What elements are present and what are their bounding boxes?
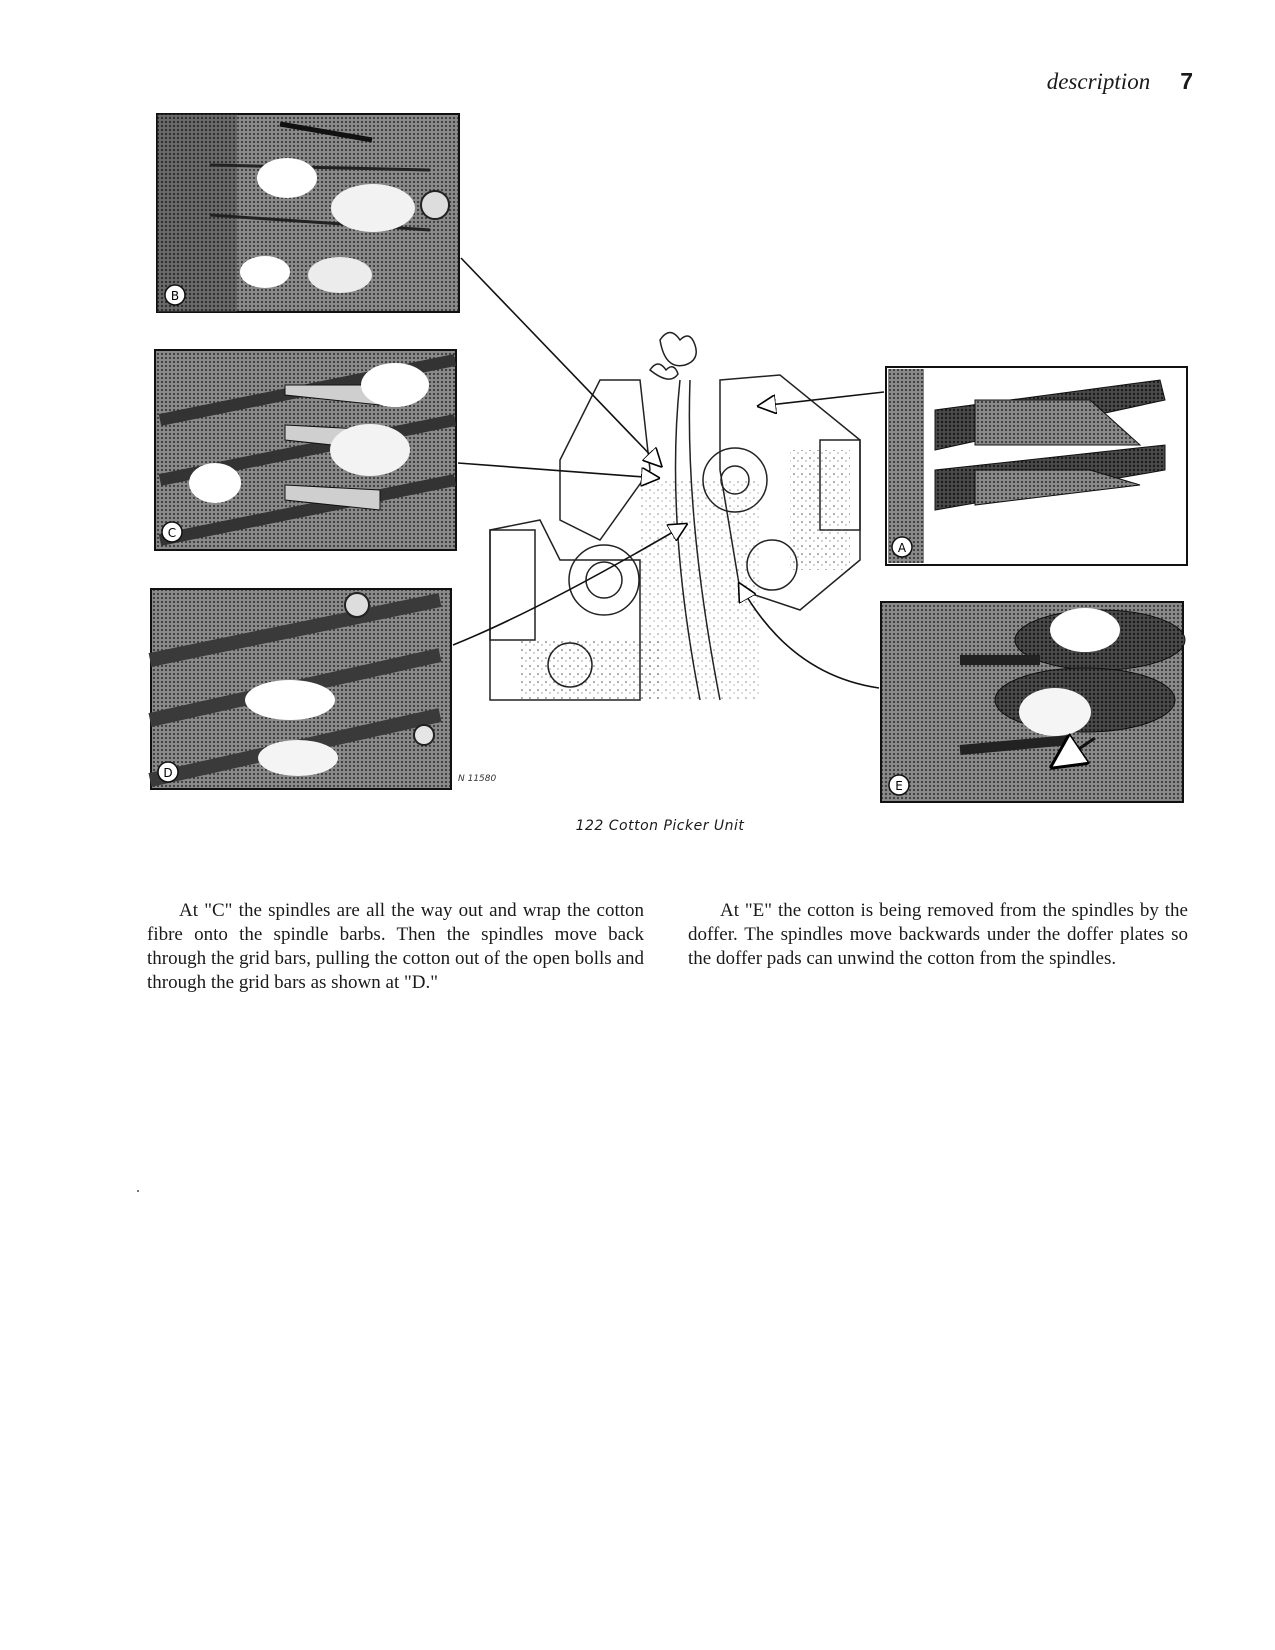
arrow-a: [760, 391, 885, 406]
figure-code: N 11580: [458, 774, 496, 784]
connector-arrows: [452, 257, 885, 689]
inset-photo-c: C: [154, 349, 457, 551]
arrow-b: [460, 257, 660, 465]
inset-label-circle-a: [891, 536, 913, 558]
page-number: 7: [1180, 68, 1193, 94]
left-paragraph: At "C" the spindles are all the way out …: [147, 900, 644, 993]
arrow-e: [740, 585, 880, 689]
inset-label-b: B: [171, 289, 179, 303]
inset-label-circle-e: [888, 774, 910, 796]
inset-label-circle-b: [164, 284, 186, 306]
inset-label-c: C: [168, 526, 176, 540]
inset-photo-d: D: [148, 588, 452, 790]
stray-mark: [137, 1190, 139, 1192]
figure-caption: 122 Cotton Picker Unit: [575, 818, 745, 834]
cotton-picker-figure: B C D A: [148, 113, 1188, 803]
inset-label-circle-c: [161, 521, 183, 543]
arrow-c: [457, 462, 657, 478]
page-header: description 7: [1047, 68, 1193, 95]
inset-label-a: A: [898, 541, 907, 555]
right-paragraph: At "E" the cotton is being removed from …: [688, 900, 1188, 969]
inset-label-circle-d: [157, 761, 179, 783]
section-name: description: [1046, 69, 1151, 94]
inset-photo-b: B: [156, 113, 460, 313]
inset-photo-a: A: [885, 366, 1188, 566]
inset-label-e: E: [895, 779, 903, 793]
inset-label-d: D: [163, 766, 172, 780]
inset-photo-e: E: [880, 601, 1186, 803]
central-unit-drawing: [489, 331, 861, 701]
arrow-d: [452, 525, 685, 646]
